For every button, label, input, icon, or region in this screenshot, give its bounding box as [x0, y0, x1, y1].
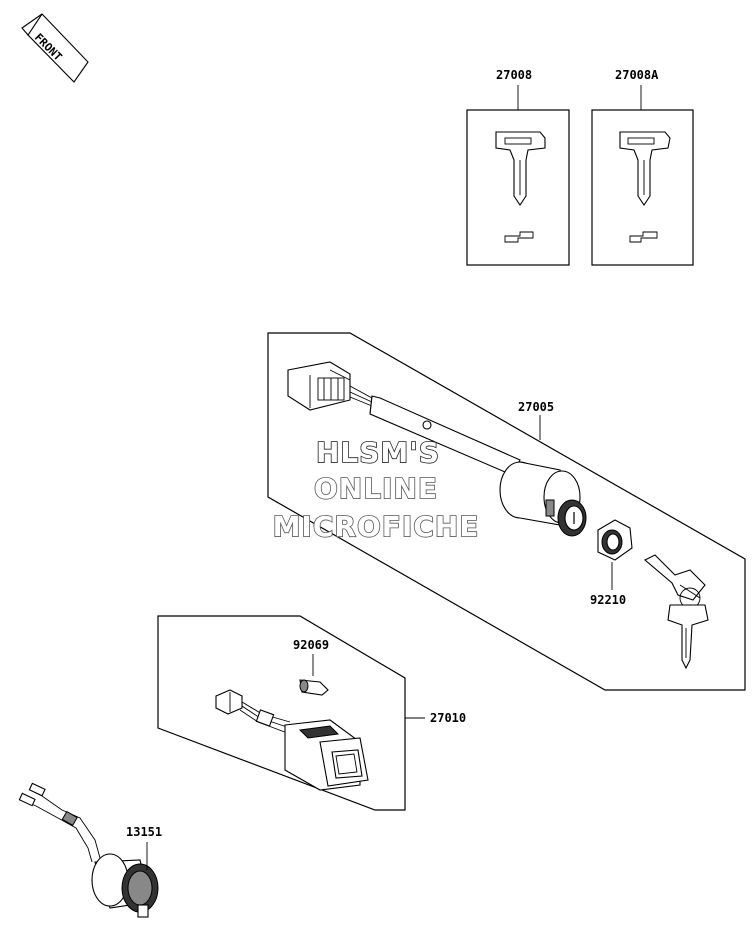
indicator-switch-frame [157, 615, 406, 811]
key-27008a-group: 27008A [591, 68, 694, 266]
key-27008-icon [495, 131, 546, 206]
key-27008a-icon [619, 131, 671, 206]
small-connector-icon [215, 689, 243, 715]
part-number-27005: 27005 [518, 400, 554, 414]
key-27008a-frame [591, 109, 694, 266]
part-number-92210: 92210 [590, 593, 626, 607]
push-switch-icon [284, 719, 369, 791]
watermark-line-2: ONLINE [314, 472, 438, 505]
part-number-27008a: 27008A [615, 68, 659, 82]
bulb-icon [299, 679, 329, 696]
watermark: HLSM'S ONLINE MICROFICHE [272, 435, 480, 544]
watermark-line-3: MICROFICHE [273, 510, 480, 543]
front-arrow-icon: FRONT [21, 13, 89, 83]
indicator-switch-group: 92069 27010 [157, 615, 466, 811]
part-number-92069: 92069 [293, 638, 329, 652]
part-number-27008: 27008 [496, 68, 532, 82]
key-27008-frame [466, 109, 570, 266]
ignition-keys-icon [644, 554, 709, 670]
part-number-13151: 13151 [126, 825, 162, 839]
key-27008-group: 27008 [466, 68, 570, 266]
buzzer-wires [18, 782, 101, 863]
buzzer-icon [91, 853, 159, 918]
connector-icon [287, 361, 351, 411]
ignition-switch-group: 27005 92210 [267, 332, 746, 691]
watermark-line-1: HLSM'S [316, 436, 440, 469]
ignition-switch-frame [267, 332, 746, 691]
ignition-switch-icon [499, 461, 587, 537]
buzzer-group: 13151 [18, 782, 162, 918]
nut-icon [597, 519, 633, 561]
part-number-27010: 27010 [430, 711, 466, 725]
